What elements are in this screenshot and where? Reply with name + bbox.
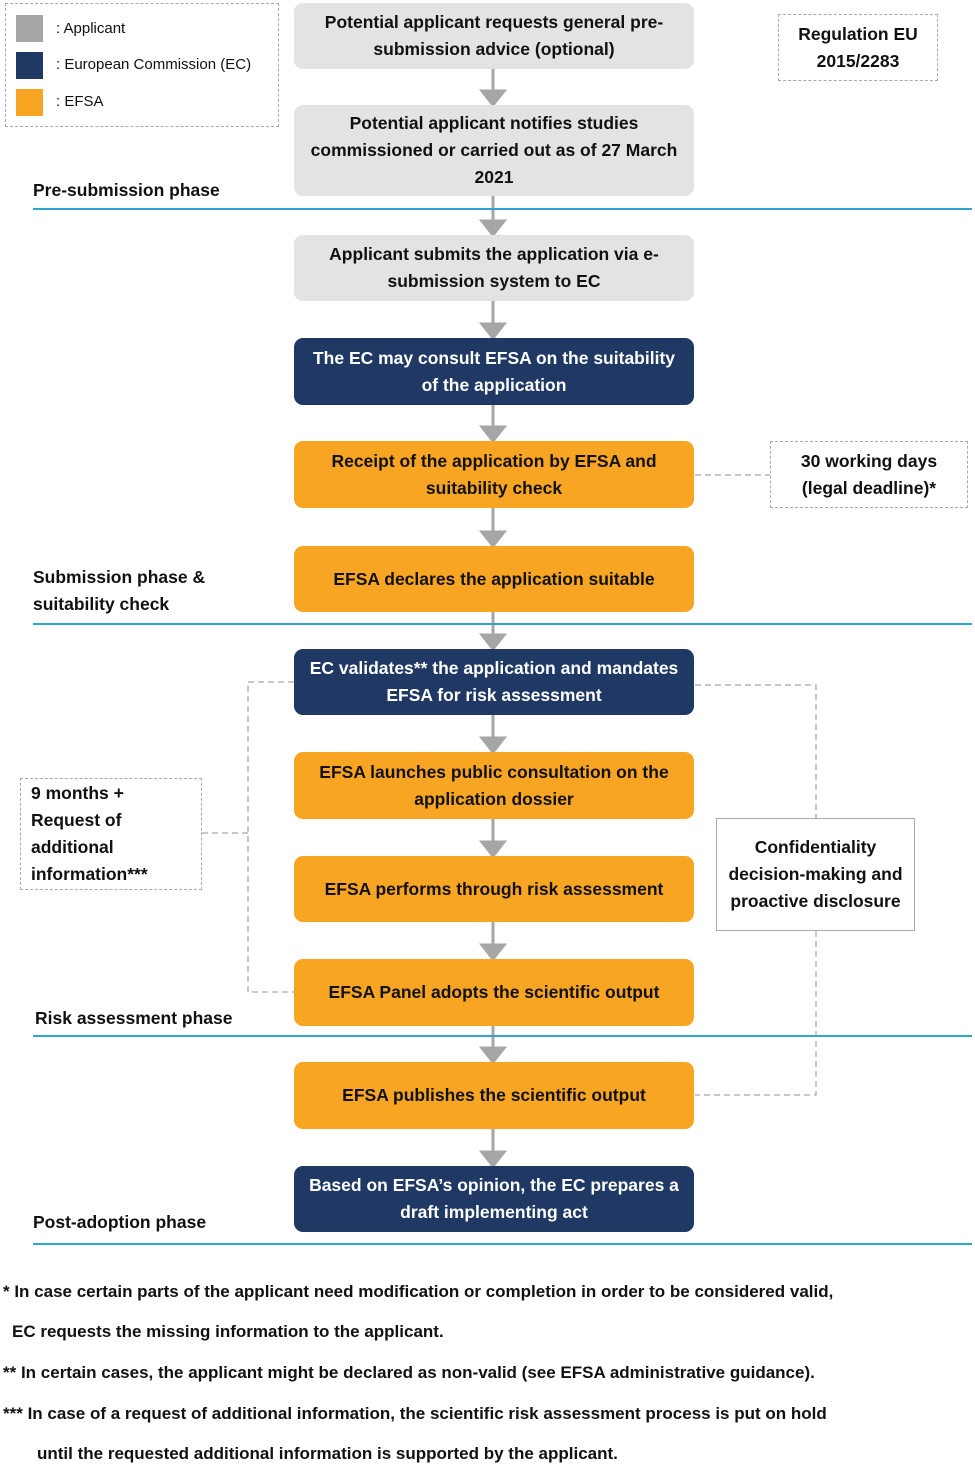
legend-applicant: : Applicant <box>56 20 126 37</box>
applicant-swatch <box>16 15 43 42</box>
legend-ec: : European Commission (EC) <box>56 56 252 73</box>
deadline-note: 30 working days (legal deadline)* <box>770 441 968 508</box>
step-submit-application: Applicant submits the application via e-… <box>294 235 694 301</box>
confidentiality-link-bottom <box>695 931 817 1096</box>
arrow-head <box>478 425 508 444</box>
footnote-1-line-1: * In case certain parts of the applicant… <box>3 1282 834 1301</box>
legend: : Applicant : European Commission (EC) :… <box>5 3 279 127</box>
arrow-head <box>478 1150 508 1169</box>
step-publishes: EFSA publishes the scientific output <box>294 1062 694 1129</box>
arrow-head <box>478 89 508 108</box>
footnote-2: ** In certain cases, the applicant might… <box>3 1363 815 1382</box>
arrow-head <box>478 322 508 341</box>
efsa-swatch <box>16 89 43 116</box>
phase-divider <box>33 1243 972 1245</box>
step-suitability-check: Receipt of the application by EFSA and s… <box>294 441 694 508</box>
legend-efsa: : EFSA <box>56 93 104 110</box>
phase-divider <box>33 1035 972 1037</box>
confidentiality-link-top <box>695 684 817 818</box>
step-ec-validates: EC validates** the application and manda… <box>294 649 694 715</box>
step-public-consultation: EFSA launches public consultation on the… <box>294 752 694 819</box>
arrow-head <box>478 633 508 652</box>
arrow-head <box>478 1046 508 1065</box>
step-panel-adopts: EFSA Panel adopts the scientific output <box>294 959 694 1026</box>
phase-divider <box>33 623 972 625</box>
step-pre-submission-advice: Potential applicant requests general pre… <box>294 3 694 69</box>
arrow-head <box>478 530 508 549</box>
confidentiality-note: Confidentiality decision-making and proa… <box>716 818 915 931</box>
footnote-1-line-2: EC requests the missing information to t… <box>12 1322 444 1341</box>
phase-divider <box>33 208 972 210</box>
phase-risk-assessment: Risk assessment phase <box>35 1008 233 1028</box>
arrow-head <box>478 840 508 859</box>
phase-post-adoption: Post-adoption phase <box>33 1212 207 1232</box>
regulation-label: Regulation EU 2015/2283 <box>778 14 938 81</box>
step-notify-studies: Potential applicant notifies studies com… <box>294 105 694 196</box>
phase-submission: Submission phase & suitability check <box>33 567 206 614</box>
step-ec-consult: The EC may consult EFSA on the suitabili… <box>294 338 694 405</box>
months-note-box: 9 months + Request of additional informa… <box>20 778 202 890</box>
months-note: 9 months + Request of additional informa… <box>31 783 148 884</box>
months-bracket <box>247 681 294 993</box>
step-risk-assessment: EFSA performs through risk assessment <box>294 856 694 922</box>
phase-pre-submission: Pre-submission phase <box>33 180 220 200</box>
arrow-head <box>478 736 508 755</box>
ec-swatch <box>16 52 43 79</box>
footnote-3-line-2: until the requested additional informati… <box>37 1444 618 1463</box>
arrow-head <box>478 219 508 238</box>
footnote-3-line-1: *** In case of a request of additional i… <box>3 1404 827 1423</box>
step-implementing-act: Based on EFSA’s opinion, the EC prepares… <box>294 1166 694 1232</box>
arrow-head <box>478 943 508 962</box>
step-declared-suitable: EFSA declares the application suitable <box>294 546 694 612</box>
